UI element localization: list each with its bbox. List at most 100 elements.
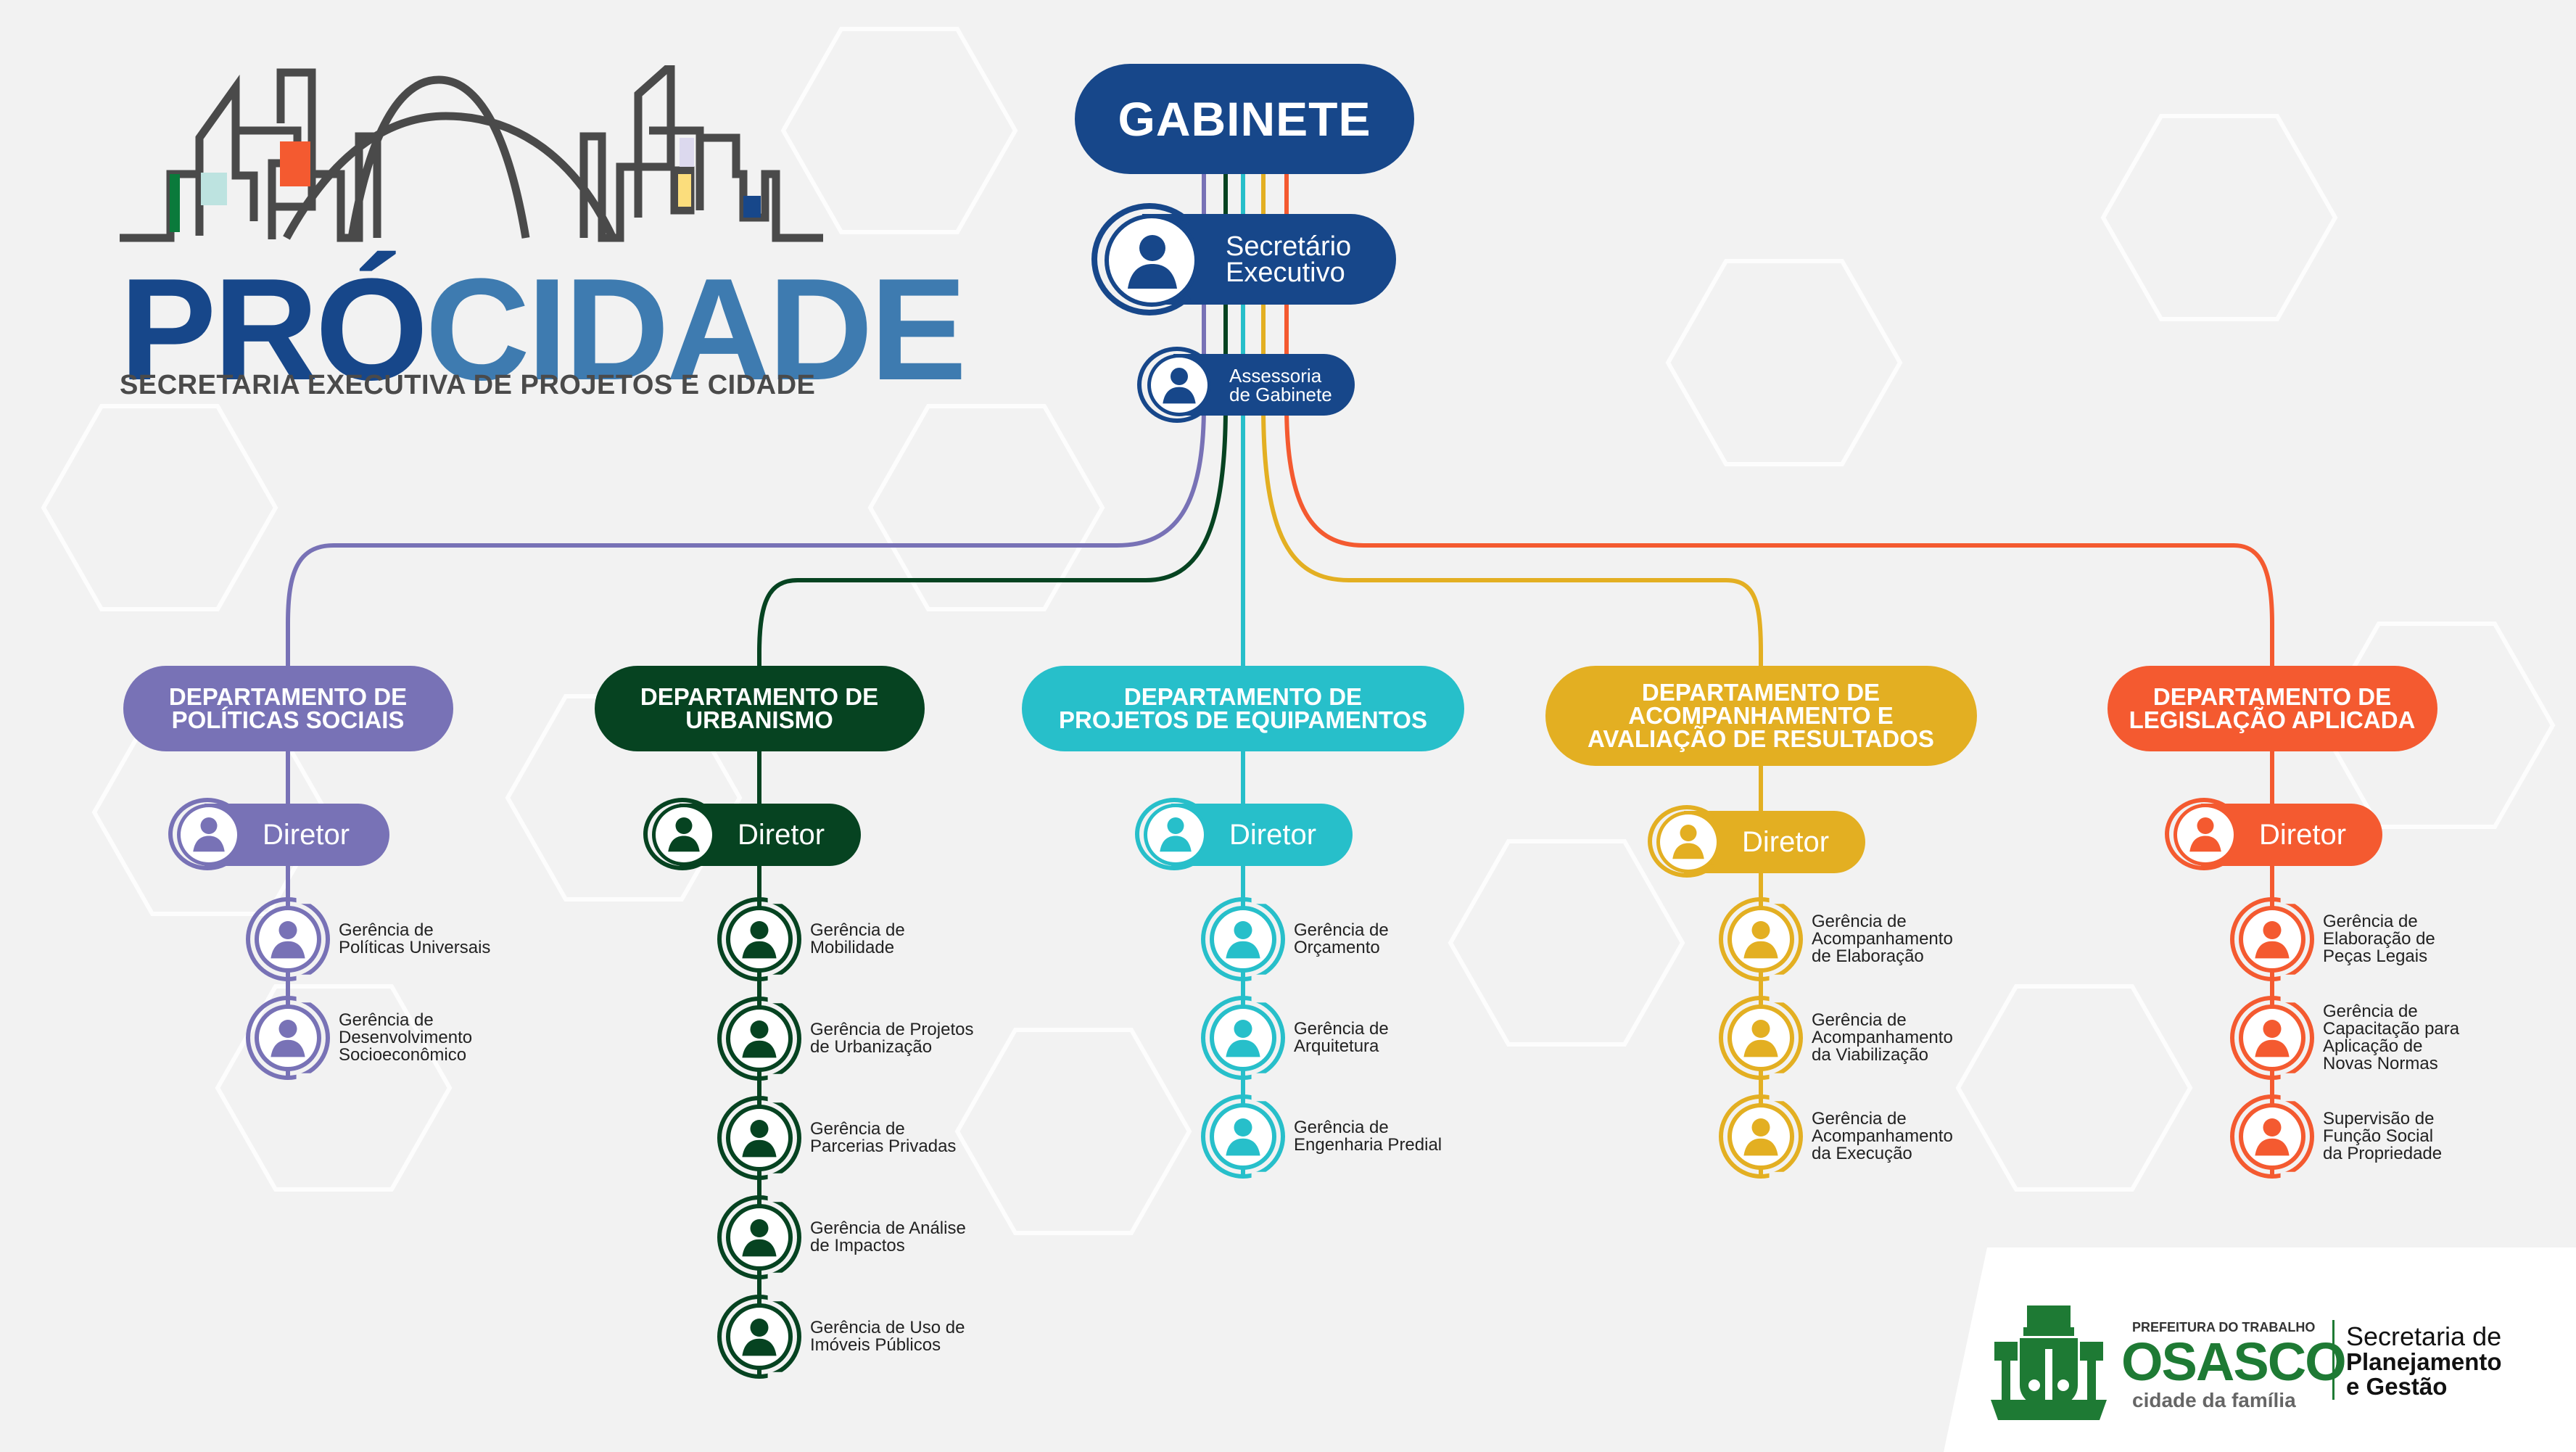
unit-outer-ring [1719, 996, 1803, 1080]
logo-title-cidade: CIDADE [425, 249, 967, 411]
director-avatar-ring [177, 804, 241, 866]
director-label: Diretor [1742, 825, 1830, 858]
director-ring [643, 798, 722, 870]
director-box[interactable]: Diretor [168, 798, 389, 870]
footer-divider [2332, 1320, 2334, 1400]
unit-label: Gerência de Elaboração de Peças Legais [2323, 912, 2435, 966]
unit-item[interactable]: Gerência de Políticas Universais [246, 897, 594, 981]
director-label: Diretor [738, 818, 825, 851]
person-icon [741, 919, 777, 963]
connector-acompanhamento [1261, 174, 1763, 666]
unit-item[interactable]: Gerência de Elaboração de Peças Legais [2230, 897, 2576, 981]
unit-item[interactable]: Gerência de Mobilidade [717, 897, 1065, 981]
unit-item[interactable]: Gerência de Projetos de Urbanização [717, 997, 1065, 1081]
person-icon [1159, 815, 1192, 857]
unit-label: Gerência de Desenvolvimento Socioeconômi… [339, 1010, 473, 1065]
director-avatar-ring [1144, 804, 1208, 866]
unit-item[interactable]: Gerência de Orçamento [1201, 897, 1549, 981]
person-icon [1225, 1116, 1261, 1160]
person-icon [741, 1217, 777, 1261]
director-box[interactable]: Diretor [1135, 798, 1353, 870]
director-ring [168, 798, 247, 870]
director-box[interactable]: Diretor [643, 798, 861, 870]
person-icon [1225, 919, 1261, 963]
director-label: Diretor [1229, 818, 1317, 851]
unit-label: Gerência de Acompanhamento de Elaboração [1812, 912, 1953, 966]
unit-label: Gerência de Engenharia Predial [1294, 1118, 1442, 1155]
unit-item[interactable]: Gerência de Uso de Imóveis Públicos [717, 1295, 1065, 1379]
person-icon [1743, 1116, 1779, 1160]
person-icon [2189, 815, 2222, 857]
assessoria-gabinete-box[interactable]: Assessoria de Gabinete [1137, 347, 1355, 423]
director-avatar-ring [652, 804, 716, 866]
unit-outer-ring [246, 996, 330, 1080]
gabinete-box[interactable]: GABINETE [1075, 64, 1414, 174]
unit-avatar-ring [1210, 1005, 1276, 1071]
person-icon [741, 1118, 777, 1162]
person-icon [270, 1018, 306, 1062]
unit-item[interactable]: Gerência de Acompanhamento da Execução [1719, 1094, 2067, 1179]
person-icon [2254, 919, 2290, 963]
unit-item[interactable]: Gerência de Acompanhamento da Viabilizaç… [1719, 996, 2067, 1080]
unit-label: Gerência de Orçamento [1294, 920, 1389, 957]
unit-outer-ring [717, 997, 801, 1081]
director-box[interactable]: Diretor [1648, 805, 1865, 878]
department-box[interactable]: DEPARTAMENTO DE ACOMPANHAMENTO E AVALIAÇ… [1545, 666, 1977, 766]
unit-label: Supervisão de Função Social da Proprieda… [2323, 1109, 2443, 1163]
osasco-crest-icon [1991, 1305, 2107, 1420]
unit-outer-ring [1201, 996, 1285, 1080]
unit-outer-ring [1719, 1094, 1803, 1179]
unit-outer-ring [1719, 897, 1803, 981]
city-skyline-icon [120, 65, 823, 242]
unit-label: Gerência de Políticas Universais [339, 920, 491, 957]
unit-item[interactable]: Gerência de Parcerias Privadas [717, 1096, 1065, 1180]
department-box[interactable]: DEPARTAMENTO DE LEGISLAÇÃO APLICADA [2107, 666, 2437, 751]
logo-subtitle: SECRETARIA EXECUTIVA DE PROJETOS E CIDAD… [120, 370, 816, 400]
prefeitura-label: PREFEITURA DO TRABALHO [2132, 1320, 2316, 1335]
department-box[interactable]: DEPARTAMENTO DE POLÍTICAS SOCIAIS [123, 666, 453, 751]
department-box[interactable]: DEPARTAMENTO DE URBANISMO [594, 666, 925, 751]
procidade-logo: PRÓCIDADE SECRETARIA EXECUTIVA DE PROJET… [120, 65, 967, 413]
assessoria-label-line1: Assessoria [1229, 364, 1322, 387]
osasco-tagline: cidade da família [2132, 1389, 2296, 1411]
connector-legislacao [1284, 174, 2274, 666]
person-icon [1128, 235, 1177, 289]
unit-item[interactable]: Gerência de Acompanhamento de Elaboração [1719, 897, 2067, 981]
person-icon [741, 1316, 777, 1361]
assessoria-label-line2: de Gabinete [1229, 383, 1332, 405]
person-icon [741, 1018, 777, 1063]
department-box[interactable]: DEPARTAMENTO DE PROJETOS DE EQUIPAMENTOS [1022, 666, 1464, 751]
secretario-label-line2: Executivo [1226, 257, 1345, 288]
unit-label: Gerência de Projetos de Urbanização [810, 1020, 974, 1057]
secretario-executivo-box[interactable]: Secretário Executivo [1091, 203, 1396, 315]
person-icon [2254, 1018, 2290, 1062]
osasco-wordmark: OSASCO [2121, 1332, 2347, 1392]
secretaria-line3: e Gestão [2346, 1373, 2448, 1400]
director-label: Diretor [2259, 818, 2347, 851]
unit-item[interactable]: Gerência de Análise de Impactos [717, 1195, 1065, 1279]
unit-item[interactable]: Gerência de Capacitação para Aplicação d… [2230, 996, 2576, 1080]
person-icon [1225, 1018, 1261, 1062]
unit-outer-ring [717, 897, 801, 981]
logo-title: PRÓCIDADE [120, 257, 967, 403]
connector-politicas-sociais [286, 174, 1206, 666]
director-avatar-ring [1656, 811, 1720, 873]
unit-outer-ring [717, 1096, 801, 1180]
director-box[interactable]: Diretor [2165, 798, 2382, 870]
unit-item[interactable]: Gerência de Engenharia Predial [1201, 1094, 1549, 1179]
secretaria-line1: Secretaria de [2346, 1321, 2502, 1351]
unit-item[interactable]: Gerência de Arquitetura [1201, 996, 1549, 1080]
unit-label: Gerência de Análise de Impactos [810, 1218, 966, 1255]
person-icon [1743, 1018, 1779, 1062]
unit-item[interactable]: Gerência de Desenvolvimento Socioeconômi… [246, 996, 594, 1080]
unit-item[interactable]: Supervisão de Função Social da Proprieda… [2230, 1094, 2576, 1179]
connector-urbanismo [757, 174, 1228, 666]
unit-outer-ring [246, 897, 330, 981]
person-icon [1163, 368, 1196, 404]
director-ring [1135, 798, 1213, 870]
unit-avatar-ring [2239, 906, 2305, 973]
unit-label: Gerência de Capacitação para Aplicação d… [2323, 1002, 2460, 1073]
person-icon [270, 919, 306, 963]
logo-title-pro: PRÓ [120, 249, 428, 411]
unit-outer-ring [717, 1195, 801, 1279]
